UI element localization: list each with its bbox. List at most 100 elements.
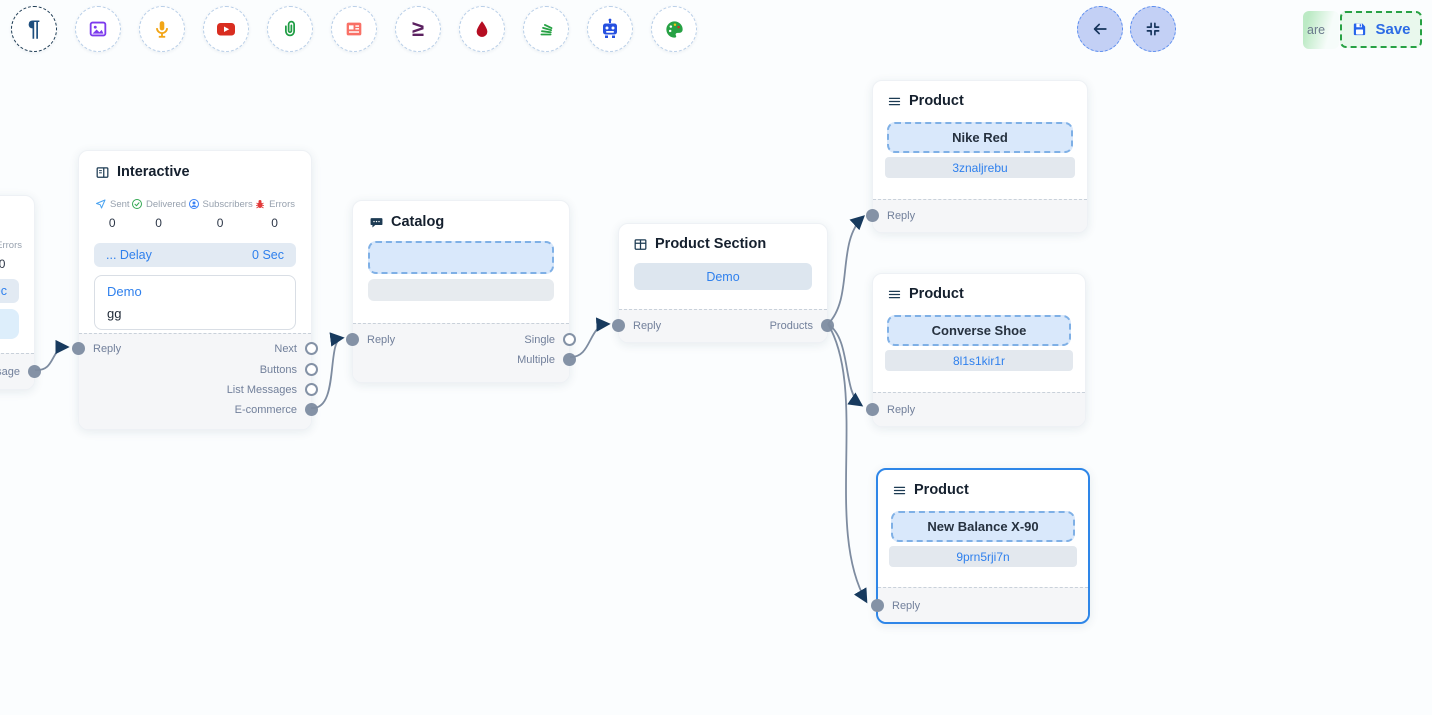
list-messages-output-handle[interactable]: List Messages <box>227 383 301 396</box>
product-name-chip[interactable]: New Balance X-90 <box>891 511 1075 542</box>
menu-icon <box>887 94 902 109</box>
compress-icon <box>1144 20 1162 38</box>
node-title: Product <box>909 93 964 109</box>
tool-image-button[interactable] <box>75 6 121 52</box>
sent-icon <box>95 198 107 210</box>
message-footer: Message <box>0 353 34 389</box>
microphone-icon <box>151 18 173 40</box>
catalog-icon <box>369 215 384 230</box>
delay-row[interactable]: ... Delay 0 Sec <box>94 243 296 267</box>
tool-sequence-button[interactable] <box>523 6 569 52</box>
interactive-stats: Sent 0 Delivered 0 Subscribers 0 Errors … <box>93 198 297 230</box>
section-chip[interactable]: Demo <box>634 263 812 290</box>
table-icon <box>633 237 648 252</box>
interactive-footer: Reply Next Buttons List Messages E-comme… <box>79 333 311 429</box>
message-chip[interactable] <box>0 309 19 339</box>
handle-dot[interactable] <box>28 365 41 378</box>
fit-view-button[interactable] <box>1130 6 1176 52</box>
message-stats: Errors 0 <box>0 240 22 271</box>
product-node-3[interactable]: Product New Balance X-90 9prn5rji7n Repl… <box>876 468 1090 624</box>
youtube-icon <box>214 17 238 41</box>
subscribers-icon <box>188 198 200 210</box>
product-id-chip: 3znaljrebu <box>885 157 1075 178</box>
edge-products-to-product1 <box>828 217 863 324</box>
edge-products-to-product2 <box>828 324 861 405</box>
message-delay-row[interactable]: 0 Sec <box>0 279 19 303</box>
products-output-handle[interactable]: Products <box>770 319 817 332</box>
reply-input-handle[interactable]: Reply <box>883 209 915 222</box>
image-icon <box>87 18 109 40</box>
handle-dot[interactable] <box>346 333 359 346</box>
reply-input-handle[interactable]: Reply <box>888 599 920 612</box>
product-node-2[interactable]: Product Converse Shoe 8l1s1kir1r Reply <box>872 273 1086 427</box>
handle-dot[interactable] <box>821 319 834 332</box>
newspaper-icon <box>343 18 365 40</box>
robot-icon <box>598 17 622 41</box>
arrow-left-icon <box>1090 19 1110 39</box>
message-node[interactable]: Errors 0 0 Sec Message <box>0 195 35 390</box>
handle-dot[interactable] <box>72 342 85 355</box>
errors-icon <box>254 198 266 210</box>
partial-hidden-button[interactable]: are <box>1303 11 1339 49</box>
catalog-node[interactable]: Catalog Reply Single Multiple <box>352 200 570 383</box>
save-icon <box>1351 21 1368 38</box>
reply-input-handle[interactable]: Reply <box>629 319 661 332</box>
handle-dot[interactable] <box>305 342 318 355</box>
handle-dot[interactable] <box>305 403 318 416</box>
delivered-icon <box>131 198 143 210</box>
menu-icon <box>892 483 907 498</box>
interactive-body[interactable]: Demo gg <box>94 275 296 330</box>
tool-text-block-button[interactable]: ¶ <box>11 6 57 52</box>
product-section-footer: Reply Products <box>619 309 827 342</box>
node-title: Product Section <box>655 236 766 252</box>
tool-news-button[interactable] <box>331 6 377 52</box>
menu-icon <box>887 287 902 302</box>
handle-dot[interactable] <box>866 403 879 416</box>
product-node-1[interactable]: Product Nike Red 3znaljrebu Reply <box>872 80 1088 233</box>
handle-dot[interactable] <box>563 353 576 366</box>
tool-drip-button[interactable] <box>459 6 505 52</box>
handle-dot[interactable] <box>612 319 625 332</box>
tool-video-button[interactable] <box>203 6 249 52</box>
ecommerce-output-handle[interactable]: E-commerce <box>235 403 301 416</box>
edge-message-to-interactive <box>35 347 67 370</box>
next-output-handle[interactable]: Next <box>274 342 301 355</box>
product-name-chip[interactable]: Nike Red <box>887 122 1073 153</box>
product-section-node[interactable]: Product Section Demo Reply Products <box>618 223 828 343</box>
handle-dot[interactable] <box>305 363 318 376</box>
droplet-icon <box>471 18 493 40</box>
stack-icon <box>535 18 557 40</box>
product-name-chip[interactable]: Converse Shoe <box>887 315 1071 346</box>
tool-bot-button[interactable] <box>587 6 633 52</box>
handle-dot[interactable] <box>866 209 879 222</box>
paperclip-icon <box>279 18 301 40</box>
handle-dot[interactable] <box>563 333 576 346</box>
reply-input-handle[interactable]: Reply <box>883 403 915 416</box>
message-output-handle[interactable]: Message <box>0 365 24 378</box>
catalog-empty-slot[interactable] <box>368 241 554 274</box>
product-footer: Reply <box>873 392 1085 426</box>
edge-products-to-product3 <box>828 324 866 601</box>
handle-dot[interactable] <box>871 599 884 612</box>
interactive-node[interactable]: Interactive Sent 0 Delivered 0 Subscribe… <box>78 150 312 430</box>
node-title: Catalog <box>391 214 444 230</box>
save-button[interactable]: Save <box>1340 11 1422 48</box>
handle-dot[interactable] <box>305 383 318 396</box>
tool-attachment-button[interactable] <box>267 6 313 52</box>
node-title: Product <box>914 482 969 498</box>
tool-condition-button[interactable]: ≥ <box>395 6 441 52</box>
buttons-output-handle[interactable]: Buttons <box>260 363 301 376</box>
back-button[interactable] <box>1077 6 1123 52</box>
product-id-chip: 8l1s1kir1r <box>885 350 1073 371</box>
node-title: Product <box>909 286 964 302</box>
interactive-icon <box>95 165 110 180</box>
tool-audio-button[interactable] <box>139 6 185 52</box>
reply-input-handle[interactable]: Reply <box>89 342 121 355</box>
multiple-output-handle[interactable]: Multiple <box>517 353 559 366</box>
tool-theme-button[interactable] <box>651 6 697 52</box>
product-id-chip: 9prn5rji7n <box>889 546 1077 567</box>
single-output-handle[interactable]: Single <box>524 333 559 346</box>
reply-input-handle[interactable]: Reply <box>363 333 395 346</box>
product-footer: Reply <box>873 199 1087 232</box>
